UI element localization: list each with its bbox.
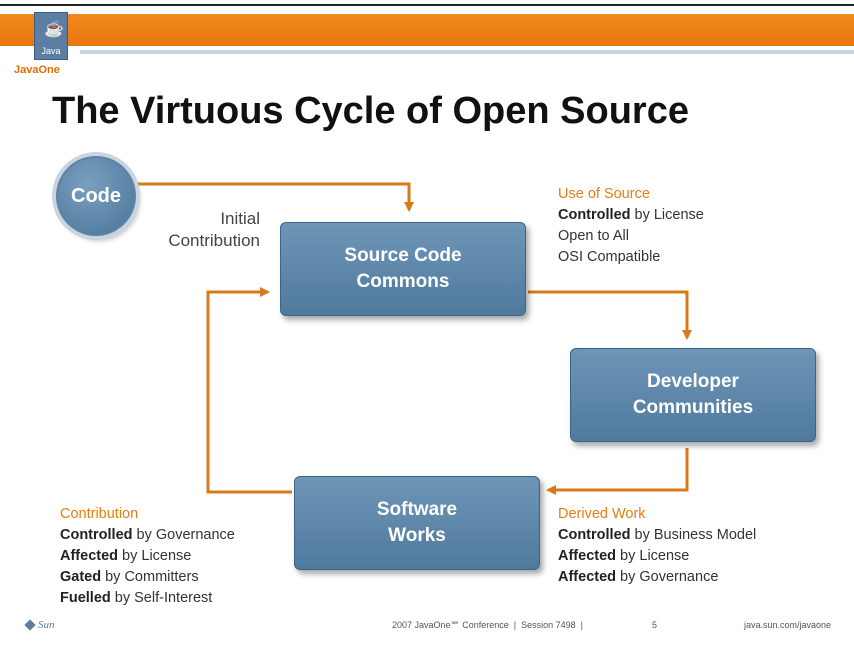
derived-work-annotation: Derived Work Controlled by Business Mode… [558,504,756,588]
java-logo-text: Java [41,46,61,56]
annotation-line: OSI Compatible [558,249,661,265]
initial-line-2: Contribution [168,231,260,250]
software-works-box: Software Works [294,476,540,570]
arrow-commons-to-developers [528,290,692,340]
arrow-software-to-commons [206,287,292,494]
footer-conference: 2007 JavaOne℠ Conference | Session 7498 … [392,620,583,630]
javaone-brand: JavaOne [14,64,60,76]
use-of-source-annotation: Use of Source Controlled by License Open… [558,184,704,268]
top-rule [0,4,854,6]
annotation-line: Controlled by Governance [60,527,235,543]
sun-diamond-icon [24,619,36,632]
annotation-line: Affected by License [558,548,690,564]
annotation-line: Controlled by Business Model [558,527,757,543]
sun-logo: Sun [24,619,55,632]
software-works-label: Software Works [376,499,458,546]
initial-line-1: Initial [220,209,260,228]
arrow-code-to-commons [134,182,414,212]
annotation-line: Affected by License [60,548,192,564]
annotation-line: Fuelled by Self-Interest [60,590,213,606]
annotation-line: Gated by Committers [60,569,199,585]
use-of-source-heading: Use of Source [558,186,650,202]
arrow-developers-to-software [546,448,689,495]
derived-work-heading: Derived Work [558,506,646,522]
developer-communities-box: Developer Communities [570,348,816,442]
footer-url: java.sun.com/javaone [744,620,832,630]
initial-contribution-label: Initial Contribution [150,208,260,252]
source-code-commons-box: Source Code Commons [280,222,526,316]
slide-title: The Virtuous Cycle of Open Source [52,90,689,132]
code-node: Code [56,156,136,236]
annotation-line: Controlled by License [558,207,704,223]
source-code-commons-label: Source Code Commons [344,245,462,292]
header-bar [0,14,854,46]
header-underline [80,50,854,54]
contribution-annotation: Contribution Controlled by Governance Af… [60,504,235,609]
annotation-line: Open to All [558,228,629,244]
developer-communities-label: Developer Communities [632,371,754,418]
footer-page-number: 5 [652,620,658,630]
annotation-line: Affected by Governance [558,569,719,585]
coffee-cup-icon: ☕ [44,21,64,38]
contribution-heading: Contribution [60,506,139,522]
java-logo: ☕ Java [34,12,68,60]
